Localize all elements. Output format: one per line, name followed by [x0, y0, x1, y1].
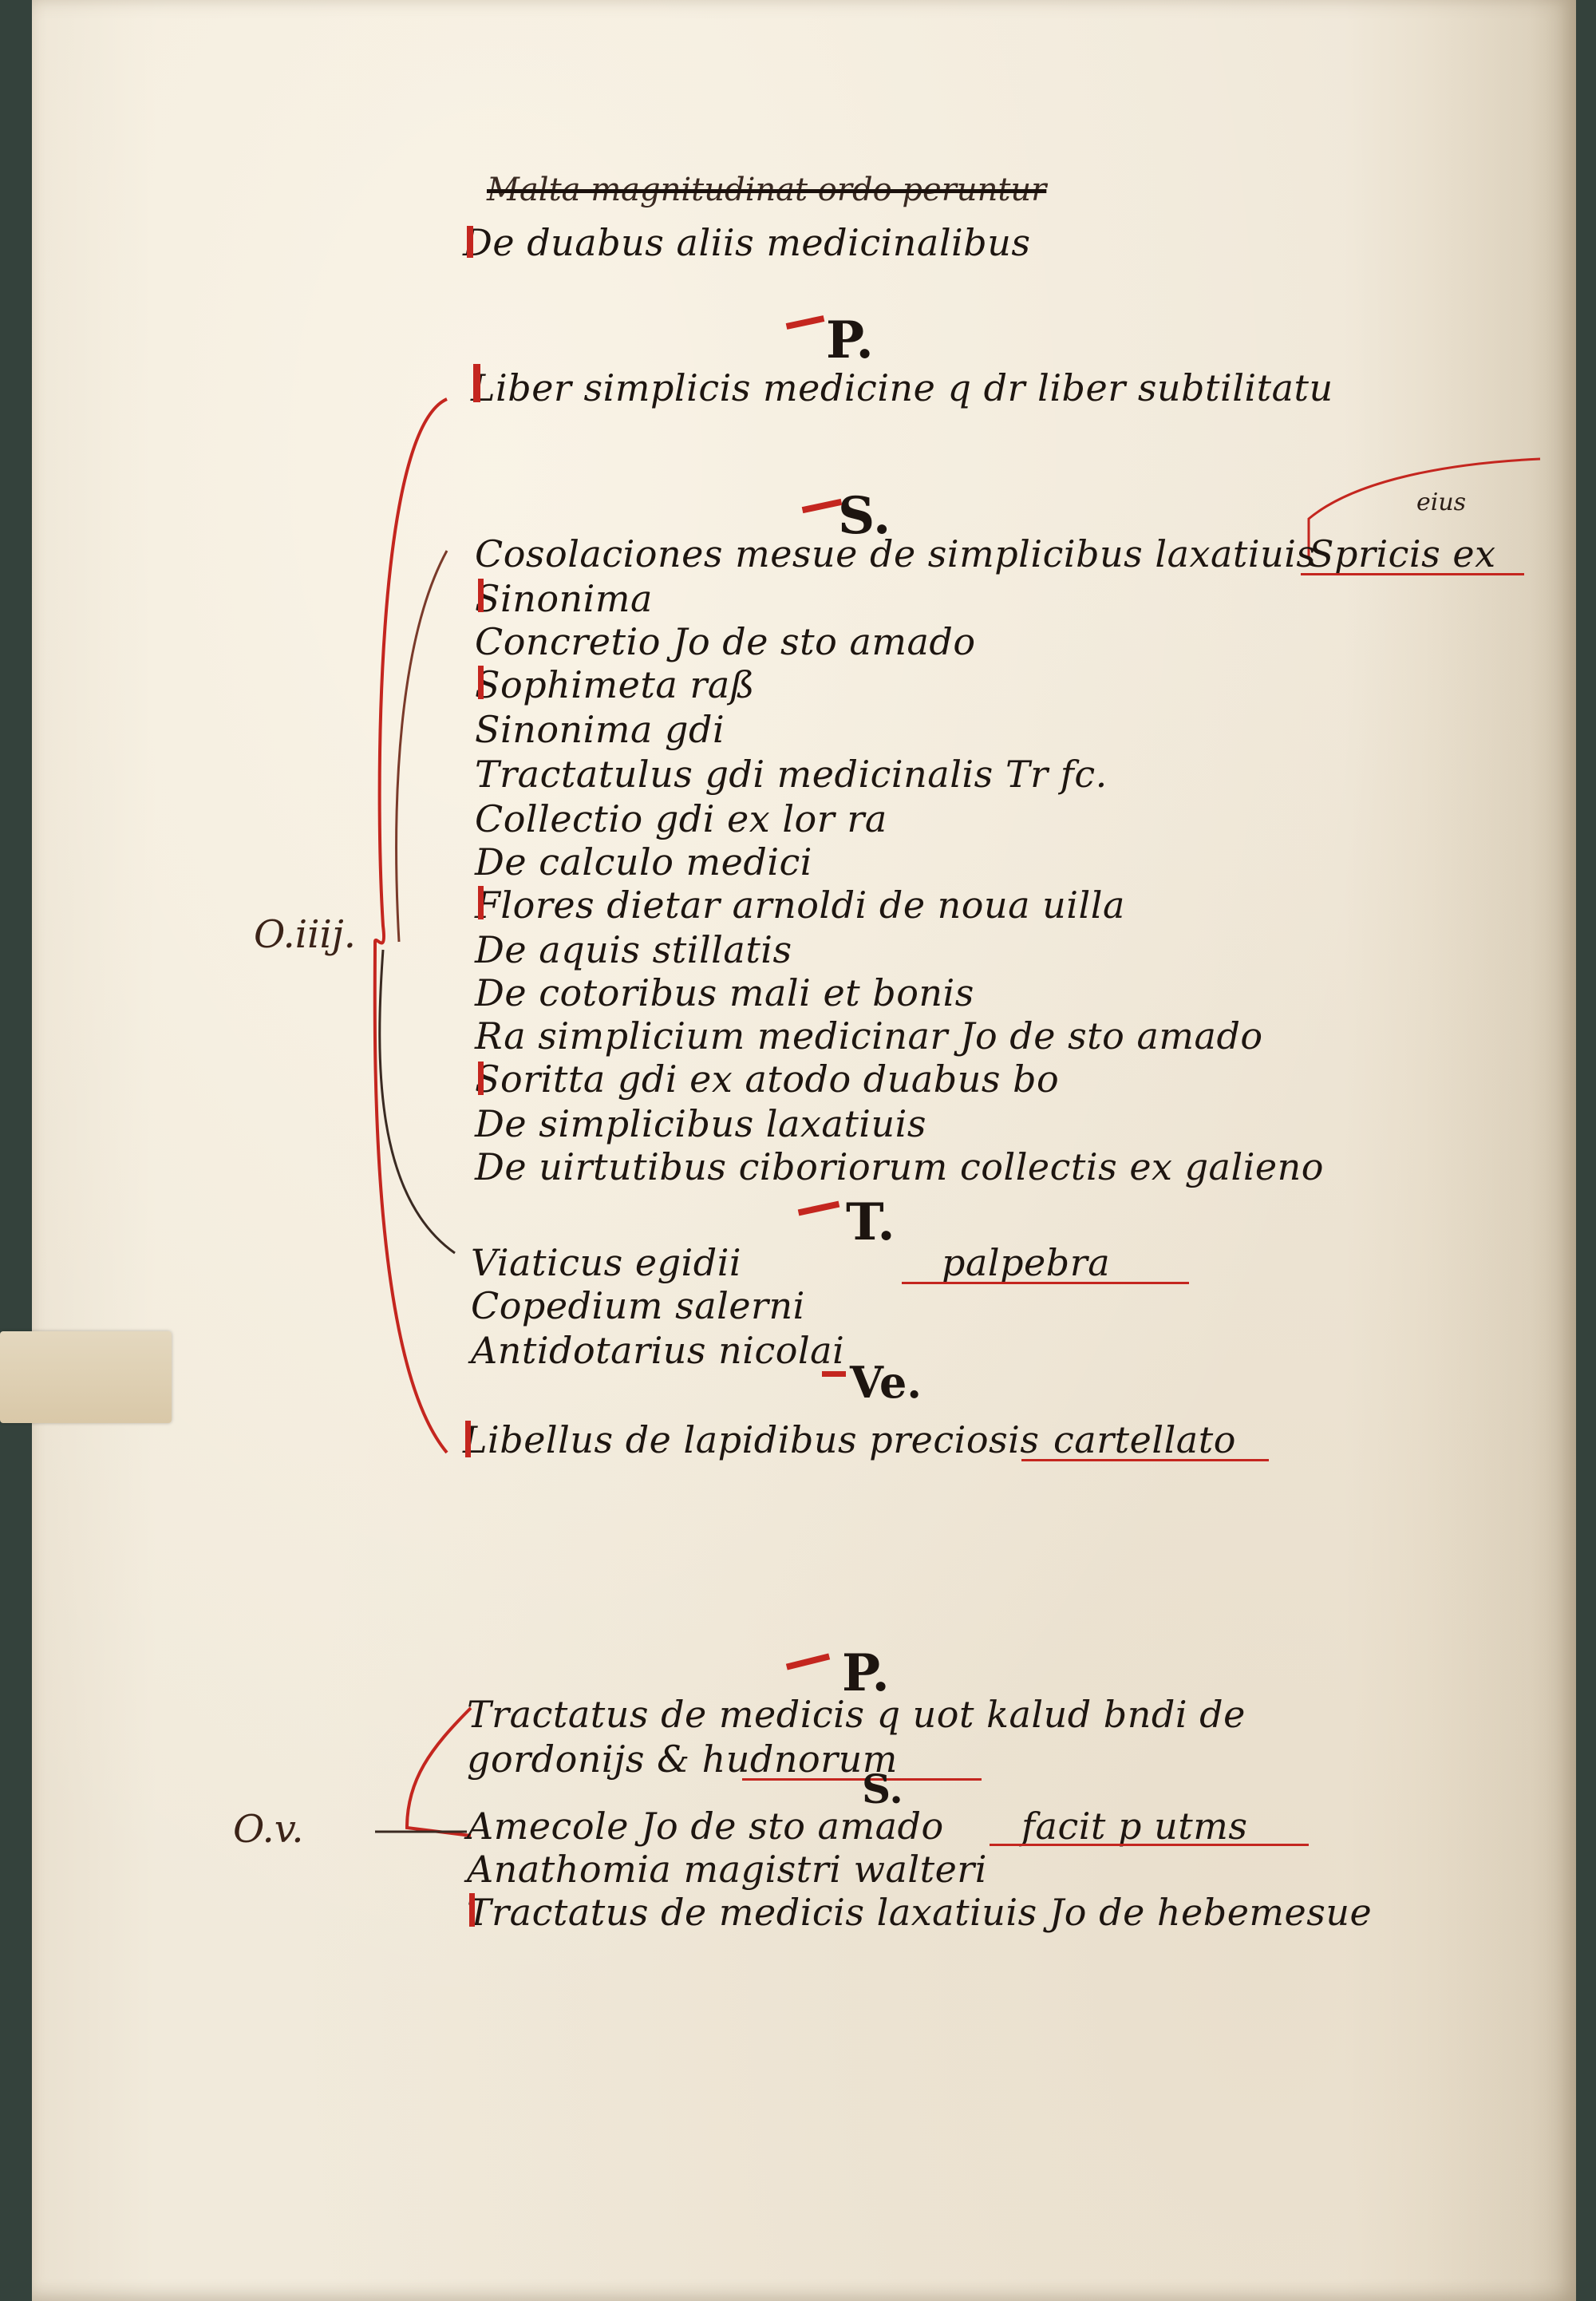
entry-s-8: Flores dietar arnoldi de noua uilla: [475, 884, 1125, 927]
entry-s-14: De uirtutibus ciboriorum collectis ex ga…: [475, 1145, 1324, 1188]
heading-ve: Ve.: [850, 1357, 922, 1408]
rubric-flourish: [822, 1371, 846, 1377]
entry-s-9: De aquis stillatis: [475, 928, 792, 971]
manuscript-leaf: [32, 0, 1576, 2301]
entry-s-7: De calculo medici: [475, 840, 813, 884]
entry-s-4: Sinonima gdi: [475, 708, 725, 751]
entry-de-duabus: De duabus aliis medicinalibus: [463, 221, 1031, 264]
underline: [1301, 573, 1524, 575]
side-note-tr-fc: Tr fc.: [1005, 753, 1108, 796]
bleed-through-shadow: [1424, 0, 1576, 2301]
entry-s2-2: Tractatus de medicis laxatiuis Jo de heb…: [467, 1891, 1373, 1934]
entry-t-1: Copedium salerni: [471, 1284, 805, 1327]
side-note-facit: facit p utms: [1021, 1805, 1248, 1848]
margin-note-eius: eius: [1416, 488, 1467, 516]
underline: [1021, 1459, 1269, 1461]
brace-o-iiij-inner: [395, 550, 448, 943]
entry-s2-1: Anathomia magistri walteri: [467, 1848, 987, 1891]
rubric-initial: [478, 579, 484, 612]
entry-ve-0: Libellus de lapidibus preciosis: [463, 1418, 1040, 1461]
entry-s-13: De simplicibus laxatiuis: [475, 1102, 926, 1145]
entry-p2-1: gordonijs & hudnorum: [467, 1738, 898, 1781]
margin-note-frame: [1307, 457, 1541, 559]
entry-s-5: Tractatulus gdi medicinalis: [475, 753, 994, 796]
entry-s-0: Cosolaciones mesue de simplicibus laxati…: [475, 532, 1316, 575]
brace-o-iiij: [373, 397, 448, 1454]
entry-t-2: Antidotarius nicolai: [471, 1329, 845, 1372]
shelf-mark-o-iiij: O.iiij.: [254, 912, 356, 957]
rubric-initial: [478, 1062, 484, 1095]
entry-s-12: Soritta gdi ex atodo duabus bo: [475, 1058, 1060, 1101]
heading-t: T.: [846, 1192, 895, 1252]
underline: [902, 1282, 1189, 1284]
underline: [990, 1844, 1309, 1846]
entry-s-11: Ra simplicium medicinar Jo de sto amado: [475, 1014, 1263, 1058]
entry-p2-0: Tractatus de medicis q uot kalud bndi de: [467, 1693, 1246, 1736]
entry-s-10: De cotoribus mali et bonis: [475, 971, 974, 1014]
entry-s-2: Concretio Jo de sto amado: [475, 620, 976, 663]
heading-p-1: P.: [826, 310, 874, 370]
rubric-initial: [478, 886, 484, 919]
side-note-palpebra: palpebra: [942, 1241, 1111, 1284]
rubric-initial: [469, 1893, 475, 1927]
underline: [742, 1778, 982, 1781]
heading-s-1: S.: [838, 486, 891, 546]
entry-s-6: Collectio gdi ex lor ra: [475, 797, 887, 840]
rubric-initial: [473, 364, 480, 402]
rubric-stroke: [467, 226, 473, 258]
entry-s-3: Sophimeta raß: [475, 663, 756, 706]
entry-t-0: Viaticus egidii: [471, 1241, 742, 1284]
side-note-cartellato: cartellato: [1053, 1418, 1236, 1461]
heading-p-2: P.: [842, 1643, 890, 1703]
shelf-mark-o-v: O.v.: [233, 1807, 304, 1852]
entry-liber-simplicis: Liber simplicis medicine q dr liber subt…: [471, 366, 1333, 409]
entry-s2-0: Amecole Jo de sto amado: [467, 1805, 944, 1848]
struck-entry: Malta magnitudinat ordo peruntur: [487, 172, 1047, 208]
brace-o-v: [405, 1706, 472, 1837]
side-note-spricis: Spricis ex: [1309, 532, 1496, 575]
paper-tab-fragment: [0, 1331, 172, 1423]
entry-s-1: Sinonima: [475, 577, 653, 620]
rubric-initial: [478, 666, 484, 699]
rubric-initial: [465, 1421, 471, 1457]
brace-o-iiij-lower: [378, 949, 456, 1255]
heading-s-2: S.: [862, 1765, 903, 1813]
